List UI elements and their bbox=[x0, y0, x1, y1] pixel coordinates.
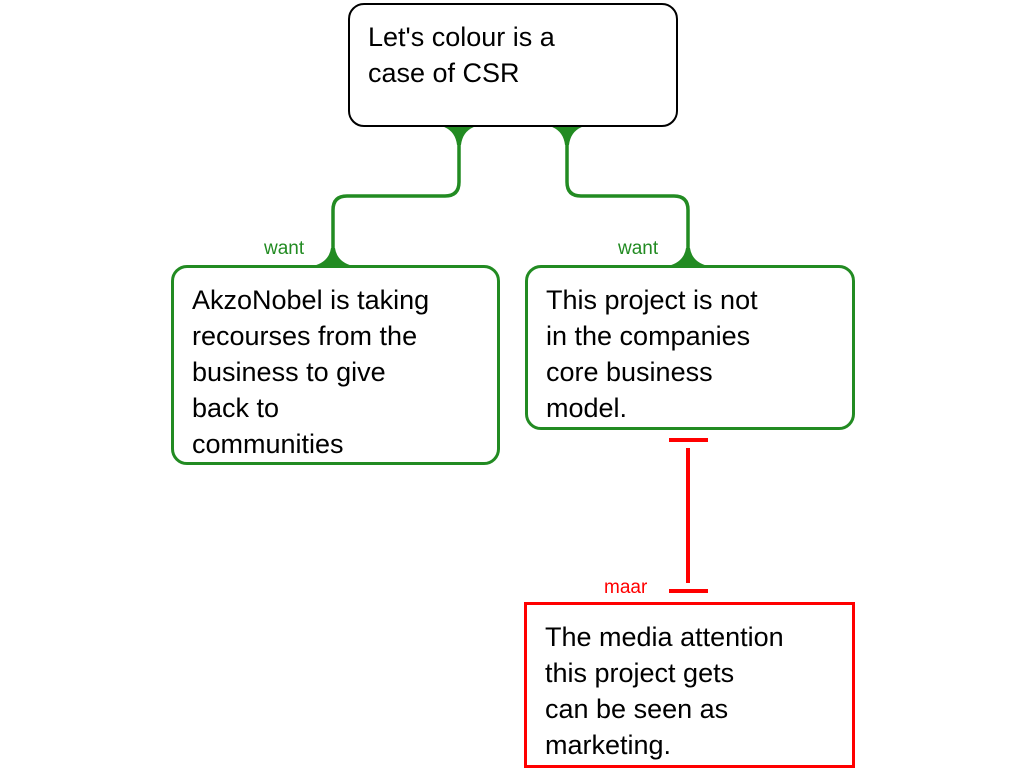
reason-node-2[interactable]: This project is not in the companies cor… bbox=[525, 265, 855, 430]
reason-2-text: This project is not in the companies cor… bbox=[546, 285, 758, 423]
reason-node-1[interactable]: AkzoNobel is taking recourses from the b… bbox=[171, 265, 500, 465]
support-junction-top-left bbox=[437, 125, 481, 145]
reason-1-text: AkzoNobel is taking recourses from the b… bbox=[192, 285, 430, 459]
objection-link-label: maar bbox=[604, 577, 648, 598]
claim-text: Let's colour is a case of CSR bbox=[368, 22, 555, 88]
support-junction-bottom-right bbox=[668, 248, 708, 266]
support-connector-left bbox=[331, 126, 461, 265]
objection-text: The media attention this project gets ca… bbox=[545, 622, 784, 760]
reason-2-link-label: want bbox=[618, 238, 659, 259]
support-junction-bottom-left bbox=[313, 248, 353, 266]
support-connector-right bbox=[565, 126, 690, 265]
objection-node[interactable]: The media attention this project gets ca… bbox=[524, 602, 855, 768]
support-junction-top-right bbox=[545, 125, 589, 145]
claim-node[interactable]: Let's colour is a case of CSR bbox=[348, 3, 678, 127]
reason-1-link-label: want bbox=[264, 238, 305, 259]
